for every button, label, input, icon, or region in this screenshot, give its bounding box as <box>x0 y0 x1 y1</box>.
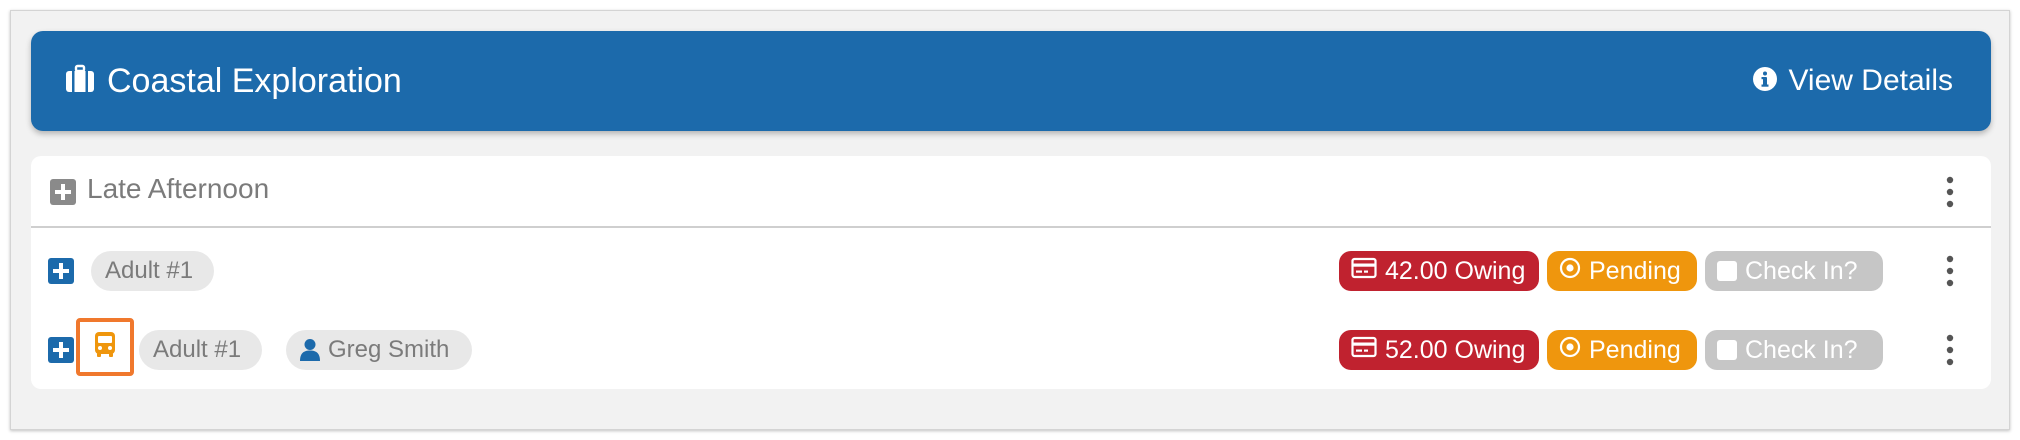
trip-header: Coastal Exploration View Details <box>31 31 1991 131</box>
check-in-toggle[interactable]: Check In? <box>1705 251 1883 291</box>
header-left: Coastal Exploration <box>65 62 402 101</box>
participant-label: Adult #1 <box>105 257 194 284</box>
participant-label: Adult #1 <box>153 336 242 363</box>
user-icon <box>300 338 320 362</box>
session-panel: Late Afternoon Adult #1 <box>31 156 1991 389</box>
status-label: Pending <box>1589 335 1681 364</box>
status-label: Pending <box>1589 256 1681 285</box>
check-in-toggle[interactable]: Check In? <box>1705 330 1883 370</box>
app-frame: Coastal Exploration View Details <box>10 10 2010 430</box>
dot-circle-icon <box>1559 336 1581 365</box>
owing-badge[interactable]: 42.00 Owing <box>1339 251 1539 291</box>
check-in-label: Check In? <box>1745 335 1858 364</box>
expand-row-icon[interactable] <box>48 258 74 284</box>
owing-badge[interactable]: 52.00 Owing <box>1339 330 1539 370</box>
participant-pill: Adult #1 <box>91 251 214 291</box>
participant-row: Adult #1 Greg Smith <box>31 313 1991 387</box>
header-right: View Details <box>1752 64 1953 98</box>
group-more-icon[interactable] <box>1940 175 1960 209</box>
check-in-label: Check In? <box>1745 256 1858 285</box>
expand-row-icon[interactable] <box>48 337 74 363</box>
participant-pill: Adult #1 <box>139 330 262 370</box>
trip-title: Coastal Exploration <box>107 61 402 100</box>
owing-label: 52.00 Owing <box>1385 335 1526 364</box>
participant-row: Adult #1 42.00 Owing <box>31 234 1991 308</box>
group-header: Late Afternoon <box>31 156 1991 228</box>
status-badge[interactable]: Pending <box>1547 251 1697 291</box>
suitcase-icon <box>65 64 95 99</box>
check-in-checkbox[interactable] <box>1717 261 1737 281</box>
check-in-checkbox[interactable] <box>1717 340 1737 360</box>
group-title: Late Afternoon <box>87 173 270 204</box>
guest-pill[interactable]: Greg Smith <box>286 330 472 370</box>
row-more-icon[interactable] <box>1940 254 1960 288</box>
row-more-icon[interactable] <box>1940 333 1960 367</box>
dot-circle-icon <box>1559 257 1581 286</box>
view-details-label: View Details <box>1788 64 1953 97</box>
view-details-button[interactable]: View Details <box>1752 64 1953 98</box>
bus-icon <box>90 330 120 365</box>
status-badge[interactable]: Pending <box>1547 330 1697 370</box>
credit-card-icon <box>1351 336 1377 365</box>
guest-name: Greg Smith <box>328 336 450 363</box>
transport-button[interactable] <box>76 318 134 376</box>
owing-label: 42.00 Owing <box>1385 256 1526 285</box>
credit-card-icon <box>1351 257 1377 286</box>
expand-group-icon[interactable] <box>50 179 76 205</box>
info-icon <box>1752 66 1778 97</box>
